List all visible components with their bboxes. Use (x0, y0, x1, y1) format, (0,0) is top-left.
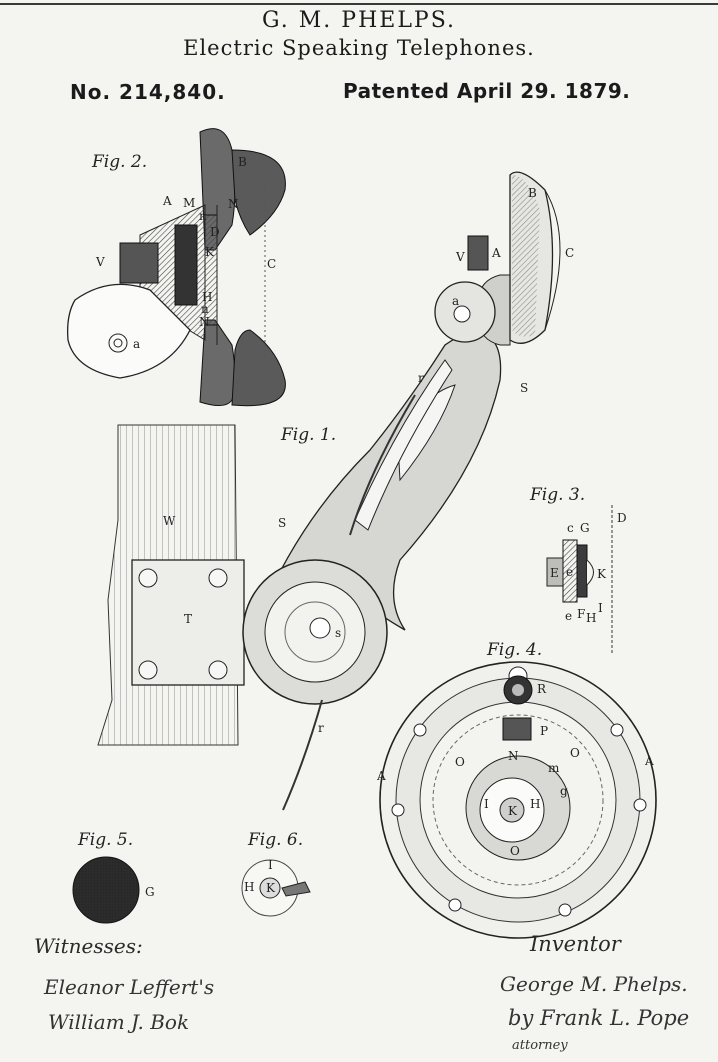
svg-text:E: E (550, 566, 559, 580)
witness-signature-2: William J. Bok (48, 1010, 190, 1034)
svg-text:s: s (335, 626, 341, 640)
svg-text:A: A (376, 769, 386, 783)
patent-number: No. 214,840. (70, 80, 226, 104)
fig-1-label: Fig. 1. (280, 425, 336, 445)
svg-text:K: K (508, 804, 518, 818)
svg-text:r: r (318, 721, 324, 735)
svg-text:e: e (566, 565, 573, 579)
fig-6-label: Fig. 6. (247, 830, 303, 850)
attorney-signature: by Frank L. Pope attorney (508, 1006, 718, 1054)
inventor-header: G. M. PHELPS. (261, 8, 457, 33)
svg-text:A: A (644, 754, 654, 768)
svg-text:a: a (452, 294, 459, 308)
fig-6-drawing: Fig. 6. K I H (241, 830, 311, 917)
witnesses-label: Witnesses: (34, 934, 143, 958)
svg-text:V: V (455, 250, 465, 264)
witness-signature-1: Eleanor Leffert's (44, 975, 215, 999)
svg-text:N: N (199, 315, 210, 329)
svg-text:I: I (598, 601, 603, 615)
svg-text:O: O (510, 844, 520, 858)
svg-text:n: n (201, 302, 209, 316)
svg-text:H: H (530, 797, 540, 811)
svg-text:g: g (560, 784, 568, 798)
fig-2-label: Fig. 2. (91, 152, 147, 172)
svg-text:V: V (95, 255, 105, 269)
svg-text:F: F (577, 607, 585, 621)
svg-text:G: G (145, 885, 155, 899)
svg-text:K: K (205, 245, 215, 259)
svg-text:c: c (567, 521, 574, 535)
svg-text:G: G (580, 521, 590, 535)
svg-text:W: W (163, 514, 176, 528)
svg-text:r: r (418, 371, 424, 385)
svg-text:D: D (617, 511, 627, 525)
svg-text:S: S (520, 381, 528, 395)
svg-text:n: n (199, 209, 207, 223)
fig-5-drawing: Fig. 5. G (72, 830, 155, 924)
svg-text:N: N (228, 197, 239, 211)
svg-text:O: O (455, 755, 465, 769)
svg-text:H: H (202, 290, 212, 304)
svg-text:B: B (528, 186, 537, 200)
fig-1-drawing: Fig. 1. W T rS S s r (97, 171, 574, 811)
fig-5-label: Fig. 5. (77, 830, 133, 850)
attorney-name: by Frank L. Pope (508, 1006, 690, 1030)
svg-text:S: S (278, 516, 286, 530)
svg-text:I: I (484, 797, 489, 811)
svg-text:C: C (565, 246, 574, 260)
inventor-label: Inventor (530, 932, 621, 956)
attorney-title: attorney (512, 1038, 568, 1053)
svg-text:M: M (183, 196, 195, 210)
svg-text:e: e (565, 609, 572, 623)
fig-4-drawing: Fig. 4. R P K I H N mg O O O A A (376, 640, 657, 939)
fig-4-label: Fig. 4. (486, 640, 542, 660)
svg-text:O: O (570, 746, 580, 760)
patent-date: Patented April 29. 1879. (343, 79, 631, 103)
svg-text:H: H (244, 880, 254, 894)
fig-3-label: Fig. 3. (529, 485, 585, 505)
svg-text:B: B (238, 155, 247, 169)
patent-title: Electric Speaking Telephones. (183, 36, 535, 60)
svg-text:T: T (184, 612, 192, 626)
svg-text:A: A (491, 246, 501, 260)
svg-text:a: a (133, 337, 140, 351)
svg-text:N: N (508, 749, 519, 763)
svg-text:R: R (537, 682, 547, 696)
svg-text:P: P (540, 724, 548, 738)
svg-text:K: K (266, 881, 276, 895)
svg-text:A: A (162, 194, 172, 208)
svg-text:C: C (267, 257, 276, 271)
svg-text:m: m (548, 761, 560, 775)
inventor-signature: George M. Phelps. (500, 972, 688, 996)
svg-text:D: D (210, 225, 220, 239)
svg-text:K: K (597, 567, 607, 581)
svg-text:H: H (586, 611, 596, 625)
top-rule (0, 3, 718, 5)
svg-text:I: I (268, 858, 273, 872)
